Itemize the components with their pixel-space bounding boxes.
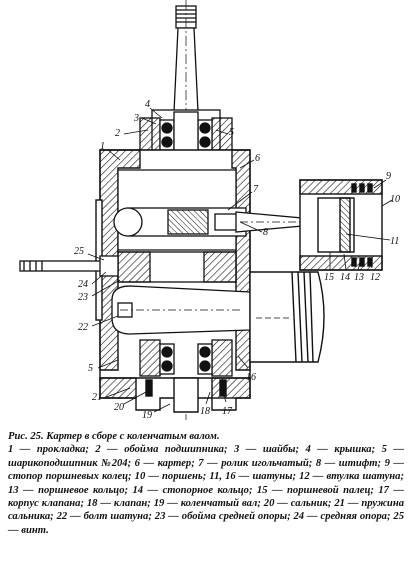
callout-22: 22 <box>78 322 88 333</box>
callout-17: 17 <box>222 406 233 417</box>
callout-9: 9 <box>386 171 391 182</box>
callout-12: 12 <box>370 272 380 283</box>
callout-numbers: 1 2 3 4 5 6 7 8 9 10 11 12 13 14 15 16 1… <box>74 99 400 421</box>
callout-15: 15 <box>324 272 334 283</box>
callout-19: 19 <box>142 410 152 421</box>
callout-6: 6 <box>255 153 260 164</box>
crankshaft-web <box>113 169 247 251</box>
callout-18: 18 <box>200 406 210 417</box>
caption-title: Рис. 25. Картер в сборе с коленчатым вал… <box>8 431 220 442</box>
figure-caption: Рис. 25. Картер в сборе с коленчатым вал… <box>8 430 404 537</box>
callout-24: 24 <box>78 279 88 290</box>
callout-7: 7 <box>253 184 259 195</box>
technical-drawing: 1 2 3 4 5 6 7 8 9 10 11 12 13 14 15 16 1… <box>19 0 400 421</box>
callout-2: 2 <box>115 128 120 139</box>
callout-8: 8 <box>263 227 268 238</box>
callout-10: 10 <box>390 194 400 205</box>
callout-21: 21 <box>92 392 102 403</box>
piston-lower <box>249 271 325 363</box>
callout-20: 20 <box>114 402 124 413</box>
callout-11: 11 <box>390 236 399 247</box>
callout-1: 1 <box>100 141 105 152</box>
callout-16: 16 <box>246 372 256 383</box>
callout-3: 3 <box>133 113 139 124</box>
connecting-rod-lower <box>111 285 251 335</box>
callout-5-top: 5 <box>229 127 234 138</box>
callout-5-bottom: 5 <box>88 363 93 374</box>
middle-support <box>19 251 237 283</box>
lower-bearing <box>139 339 233 377</box>
callout-14: 14 <box>340 272 350 283</box>
callout-4: 4 <box>145 99 150 110</box>
crankcase-assembly-drawing: 1 2 3 4 5 6 7 8 9 10 11 12 13 14 15 16 1… <box>19 0 400 421</box>
crankcase-base <box>99 377 251 413</box>
callout-25: 25 <box>74 246 84 257</box>
piston-upper <box>299 179 383 271</box>
callout-13: 13 <box>354 272 364 283</box>
callout-23: 23 <box>78 292 88 303</box>
caption-legend: 1 — прокладка; 2 — обойма подшипника; 3 … <box>8 444 404 536</box>
leader-lines <box>87 107 393 413</box>
